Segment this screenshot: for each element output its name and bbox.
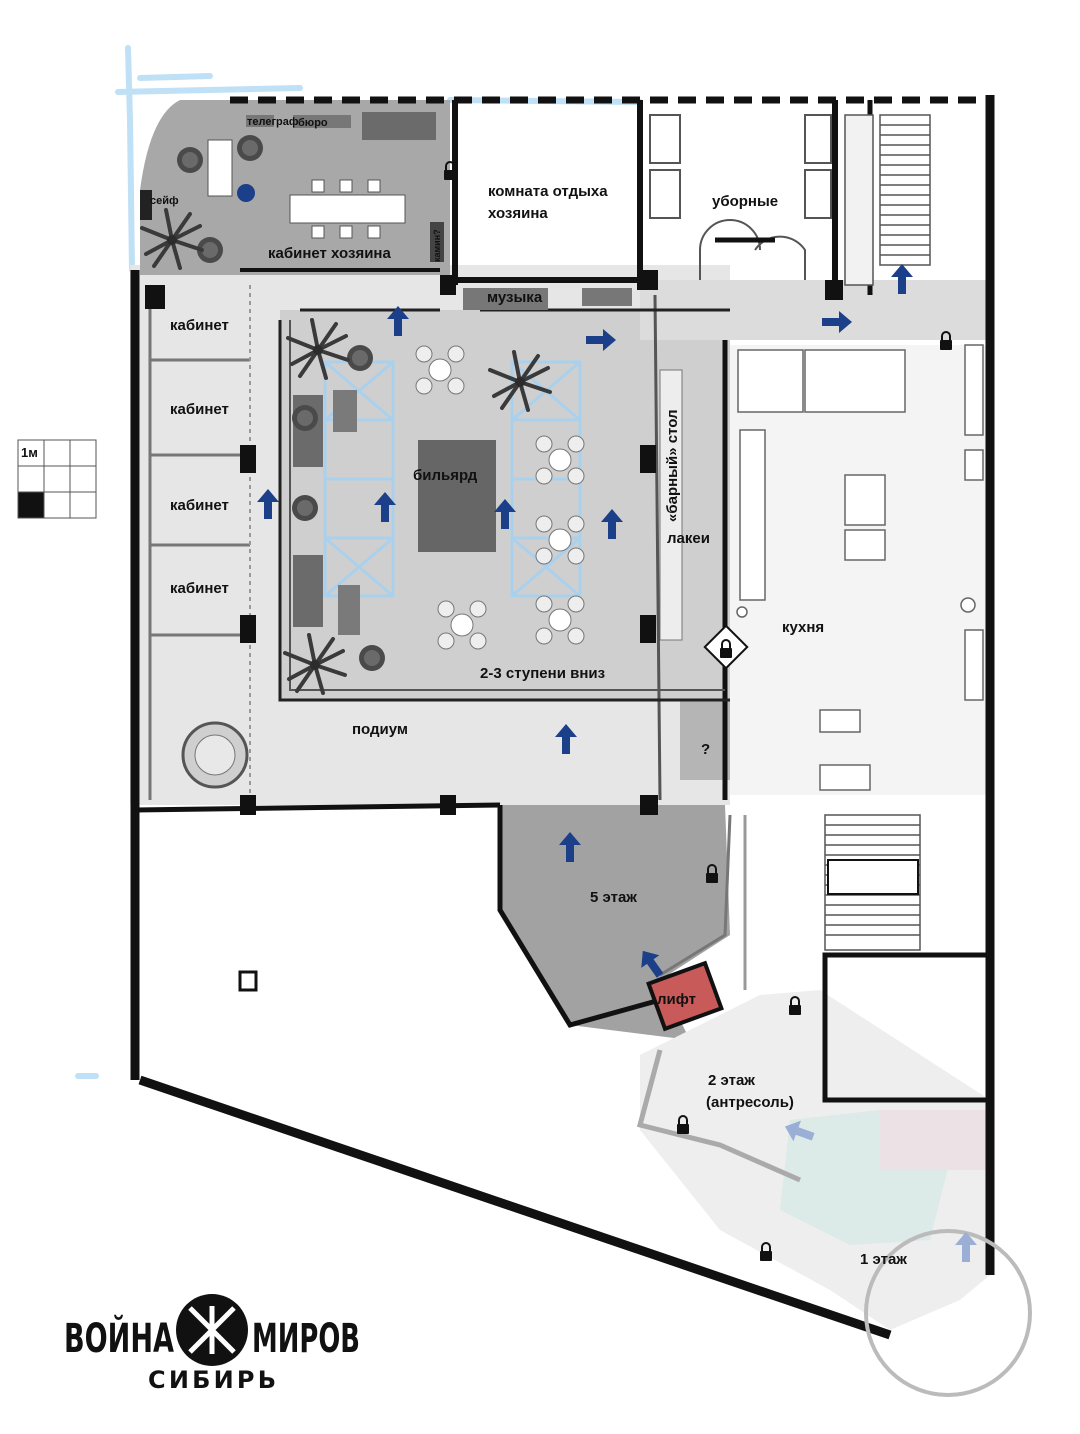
restroom-stalls bbox=[649, 114, 832, 280]
room-label-lift: лифт bbox=[657, 991, 696, 1008]
room-label-unknown: ? bbox=[701, 741, 710, 758]
room-label-floor2: 2 этаж bbox=[708, 1072, 755, 1089]
room-label-cabinet-4: кабинет bbox=[170, 580, 229, 597]
fixture-label-fireplace: камин? bbox=[432, 229, 442, 262]
owner-dining-chairs bbox=[311, 179, 381, 239]
room-label-music: музыка bbox=[487, 289, 543, 306]
logo-subtitle: СИБИРЬ bbox=[148, 1366, 276, 1394]
scale-label: 1м bbox=[21, 445, 38, 460]
logo-text-right: МИРОВ bbox=[252, 1316, 360, 1362]
room-label-floor2-sub: (антресоль) bbox=[706, 1094, 794, 1111]
room-label-steps-down: 2-3 ступени вниз bbox=[480, 665, 605, 682]
room-label-cabinet-1: кабинет bbox=[170, 317, 229, 334]
lift-car bbox=[646, 960, 724, 1032]
kitchen-door-lock bbox=[703, 624, 749, 670]
fixture-label-telegraph: телеграф bbox=[247, 116, 299, 128]
logo: ВОЙНА МИРОВ СИБИРЬ bbox=[64, 1294, 360, 1394]
floor5-stair-hall bbox=[500, 805, 730, 1040]
logo-text-left: ВОЙНА bbox=[64, 1314, 174, 1362]
room-label-restrooms: уборные bbox=[712, 193, 778, 210]
room-label-owner-rest-2: хозяина bbox=[488, 205, 548, 222]
scale-grid bbox=[17, 439, 97, 519]
room-label-lackeys: лакеи bbox=[667, 530, 710, 547]
fixture-label-safe: сейф bbox=[150, 195, 179, 207]
room-label-floor5: 5 этаж bbox=[590, 889, 637, 906]
fixture-label-bureau: бюро bbox=[298, 117, 328, 129]
entrance-door-swing bbox=[864, 1229, 1032, 1397]
room-label-cabinet-3: кабинет bbox=[170, 497, 229, 514]
room-label-podium: подиум bbox=[352, 721, 408, 738]
columns bbox=[145, 270, 843, 815]
room-label-owner-rest-1: комната отдыха bbox=[488, 183, 608, 200]
furniture bbox=[140, 112, 632, 789]
room-label-cabinet-2: кабинет bbox=[170, 401, 229, 418]
bar-counter bbox=[659, 369, 683, 641]
room-label-billiard: бильярд bbox=[413, 467, 478, 484]
room-label-floor1: 1 этаж bbox=[860, 1251, 907, 1268]
column-marker bbox=[238, 970, 258, 992]
room-label-bar-counter: «барный» стол bbox=[664, 409, 681, 522]
billiard-table bbox=[418, 440, 496, 552]
room-label-owner-cabinet: кабинет хозяина bbox=[268, 245, 391, 262]
stairs bbox=[824, 114, 931, 951]
room-label-kitchen: кухня bbox=[782, 619, 824, 636]
kitchen-equipment bbox=[736, 344, 984, 791]
